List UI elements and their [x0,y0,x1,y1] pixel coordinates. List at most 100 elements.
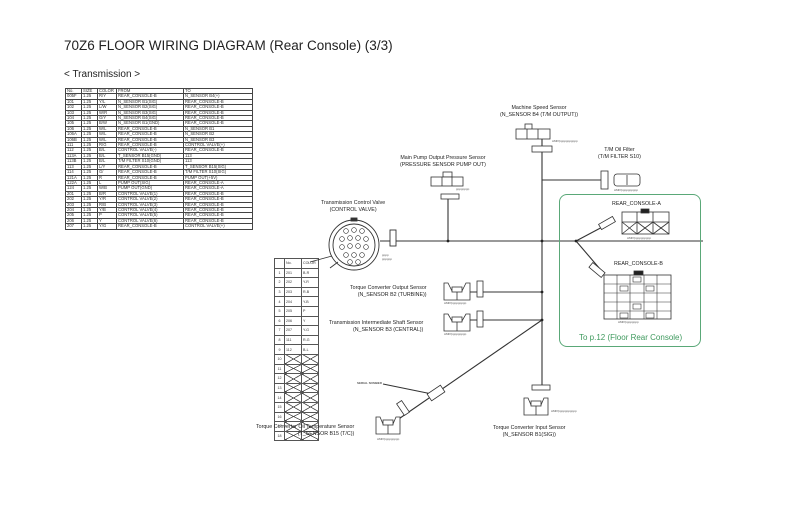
wire-to: CONTROL VALVE(+) [183,223,253,230]
component-name: Machine Speed Sensor [511,105,567,111]
svg-text:AMP/ppppppppp: AMP/ppppppppp [444,332,467,336]
splice-dot [540,318,544,322]
component-name: Main Pump Output Pressure Sensor [400,155,486,161]
wire-to: REAR_CONSOLE-B [183,114,253,122]
tc-input-connector [523,384,551,416]
pump-pressure-connector [430,171,464,200]
svg-text:AMP/pppppppp: AMP/pppppppp [618,320,639,324]
intermediate-shaft-connector [443,310,484,332]
svg-text:AMP/ppppppppppp: AMP/ppppppppppp [552,139,578,143]
wire-to: REAR_CONSOLE-B [183,217,253,225]
svg-text:AMP/ppppppppp: AMP/ppppppppp [377,437,400,441]
pin-table-row: 18 [274,430,319,442]
component-name: Transmission Control Valve [321,200,386,206]
page-title: 70Z6 FLOOR WIRING DIAGRAM (Rear Console)… [64,38,393,53]
wire-to: REAR_CONSOLE-B [183,196,253,203]
pin-table-row: 12 [274,373,319,384]
splice-dot [540,239,544,243]
component-code: (N_SENSOR B1(SIG)) [502,432,556,438]
pin-table-row: 16 [274,411,319,423]
section-title: < Transmission > [64,69,141,80]
svg-text:pppp: pppp [382,253,389,257]
tc-output-connector [443,280,484,301]
svg-text:pppppppp: pppppppp [456,187,470,191]
svg-text:AMP/ppppppppp: AMP/ppppppppp [444,301,467,305]
component-code: (T/M FILTER S10) [598,154,641,160]
wire-to: REAR_CONSOLE-B [183,104,253,111]
svg-text:SERIAL NUMBER: SERIAL NUMBER [357,381,383,385]
rear-console-a-connector [598,208,670,235]
wire-to: N_SENSOR B4(+) [183,93,253,100]
machine-speed-sensor-label: Machine Speed Sensor (N_SENSOR B4 (T/M O… [500,105,578,119]
rear-console-a-label: REAR_CONSOLE-A [612,201,661,207]
wire-to: T_SENSOR B15(SIG) [183,163,253,171]
component-name: Torque Converter Input Sensor [493,425,566,431]
wire-to: REAR_CONSOLE-B [183,98,253,106]
splice-dot [446,239,450,243]
svg-text:AMP/ppppppppppp: AMP/ppppppppppp [551,409,577,413]
tm-oil-filter-label: T/M Oil Filter (T/M FILTER S10) [598,147,641,161]
pump-pressure-sensor-label: Main Pump Output Pressure Sensor (PRESSU… [400,155,486,169]
component-code: (T_SENSOR B15 (T/C)) [297,431,355,437]
splice-dot [574,239,578,243]
component-code: (N_SENSOR B4 (T/M OUTPUT)) [500,112,578,118]
oil-temp-wire [389,319,543,426]
tm-filter-connector [600,170,641,190]
intermediate-shaft-sensor-label: Transmission Intermediate Shaft Sensor (… [329,320,423,334]
rear-console-page-link[interactable]: To p.12 (Floor Rear Console) [579,333,683,342]
wire-to: REAR_CONSOLE-B [183,212,253,219]
wire-to: REAR_CONSOLE-B [183,109,253,117]
serial-number-connector [396,384,446,417]
rear-console-b-connector [588,261,672,320]
wire-to: REAR_CONSOLE-A [183,179,253,187]
rear-console-link-box[interactable] [559,194,701,347]
wire-to: REAR_CONSOLE-B [183,147,253,154]
machine-speed-connector [515,123,553,153]
pin-table-row: 13 [274,382,319,394]
control-valve-connector [309,217,397,271]
oil-temp-sensor-label: Torque Converter Oil Temperature Sensor … [256,424,354,438]
component-name: Torque Converter Output Sensor [350,285,427,291]
oil-temp-connector [375,416,401,435]
component-name: Transmission Intermediate Shaft Sensor [329,320,424,326]
component-name: Torque Converter Oil Temperature Sensor [256,424,355,430]
wire-to: REAR_CONSOLE-B [183,201,253,208]
rear-console-b-label: REAR_CONSOLE-B [614,261,663,267]
wire-to: REAR_CONSOLE-A [183,185,253,192]
component-code: (CONTROL VALVE) [329,207,377,213]
pin-color [301,430,319,442]
control-valve-label: Transmission Control Valve (CONTROL VALV… [321,200,385,214]
component-code: (N_SENSOR B3 (CENTRAL)) [352,327,424,333]
wire-to: CONTROL VALVE(+) [183,142,253,149]
wire-to: REAR_CONSOLE-B [183,190,253,198]
svg-text:AMP/pppppppppp: AMP/pppppppppp [627,236,651,240]
svg-text:pppppp: pppppp [382,257,392,261]
wire-to: REAR_CONSOLE-B [183,120,253,127]
wire-to: REAR_CONSOLE-B [183,206,253,214]
component-code: (N_SENSOR B2 (TURBINE)) [357,292,427,298]
wire-to: T/M FILTER S10(SIG) [183,169,253,176]
component-code: (PRESSURE SENSOR PUMP OUT) [400,162,486,168]
tc-input-sensor-label: Torque Converter Input Sensor (N_SENSOR … [493,425,565,439]
svg-text:AMP/pppppppppp: AMP/pppppppppp [614,188,638,192]
